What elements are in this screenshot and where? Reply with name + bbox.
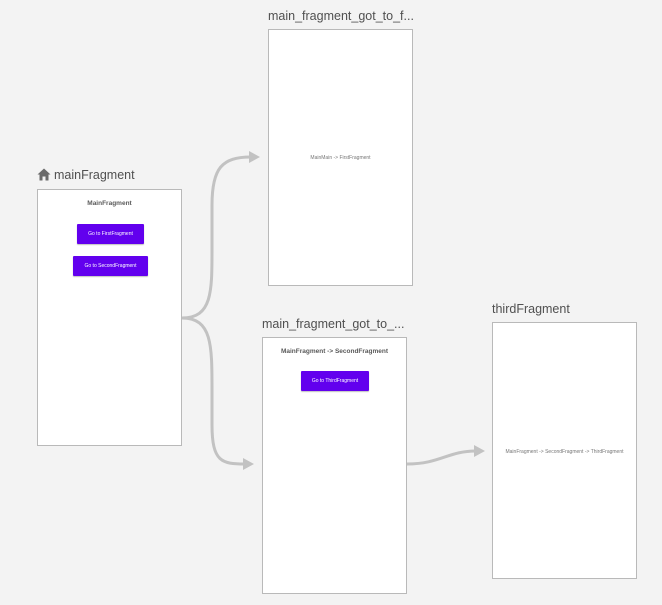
home-icon bbox=[37, 168, 51, 181]
screen-title-main: MainFragment bbox=[87, 200, 132, 207]
screen-text-third: MainFragment -> SecondFragment -> ThirdF… bbox=[505, 449, 624, 455]
destination-title-first: main_fragment_got_to_f... bbox=[268, 9, 414, 23]
action-arrow-main-to-second bbox=[180, 316, 247, 466]
go-to-third-fragment-button[interactable]: Go to ThirdFragment bbox=[301, 371, 369, 391]
destination-title-main: mainFragment bbox=[37, 167, 135, 183]
destination-title-second: main_fragment_got_to_... bbox=[262, 317, 405, 331]
go-to-second-fragment-button[interactable]: Go to SecondFragment bbox=[73, 256, 148, 276]
action-arrow-second-to-third bbox=[405, 449, 478, 466]
destination-first-fragment[interactable]: MainMain -> FirstFragment bbox=[268, 29, 413, 286]
action-arrow-main-to-first bbox=[180, 155, 253, 320]
destination-title-main-label: mainFragment bbox=[54, 168, 135, 182]
destination-title-third: thirdFragment bbox=[492, 302, 570, 316]
screen-title-second: MainFragment -> SecondFragment bbox=[280, 348, 389, 355]
destination-second-fragment[interactable]: MainFragment -> SecondFragment Go to Thi… bbox=[262, 337, 407, 594]
destination-main-fragment[interactable]: MainFragment Go to FirstFragment Go to S… bbox=[37, 189, 182, 446]
screen-text-first: MainMain -> FirstFragment bbox=[310, 155, 371, 161]
arrowhead-first bbox=[249, 151, 260, 163]
go-to-first-fragment-button[interactable]: Go to FirstFragment bbox=[77, 224, 144, 244]
destination-third-fragment[interactable]: MainFragment -> SecondFragment -> ThirdF… bbox=[492, 322, 637, 579]
arrowhead-third bbox=[474, 445, 485, 457]
arrowhead-second bbox=[243, 458, 254, 470]
